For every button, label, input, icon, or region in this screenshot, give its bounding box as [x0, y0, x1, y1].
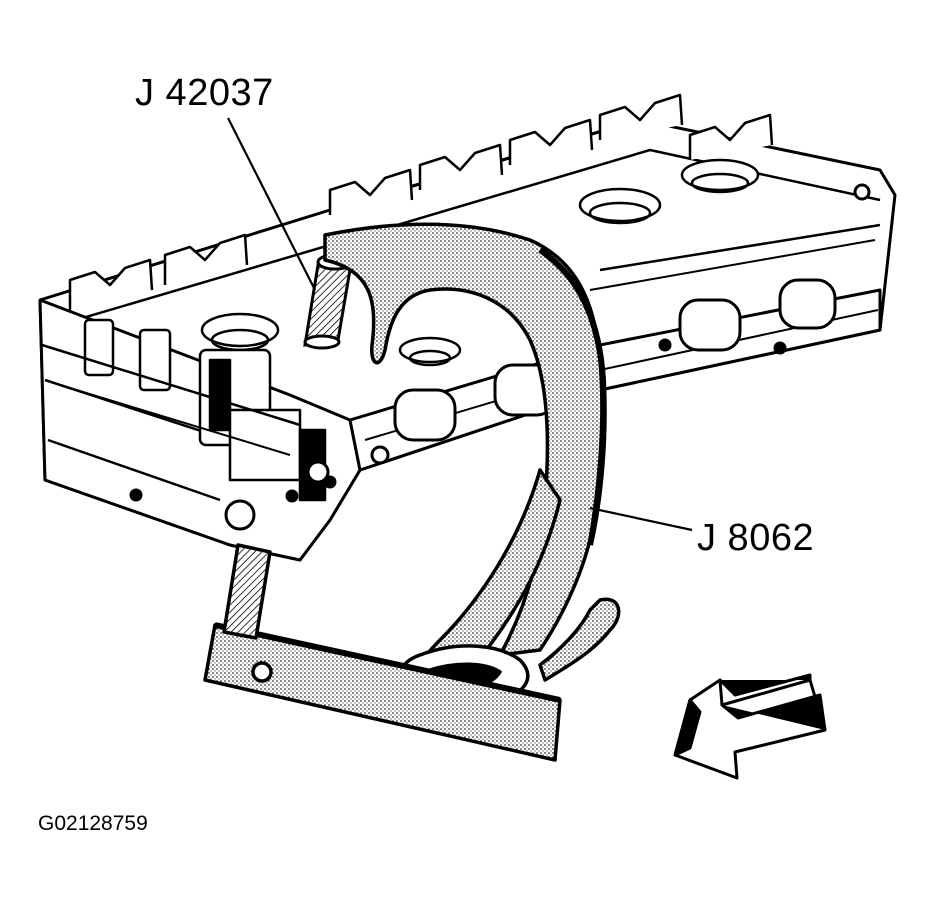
leader-line-tool-a: [227, 117, 316, 291]
callout-j42037-label: J 42037: [135, 72, 274, 114]
leader-lines: [227, 117, 693, 532]
cylinder-head-illustration: [38, 93, 897, 562]
valve-spring-compressor-illustration: [203, 222, 621, 762]
leader-line-tool-b: [589, 506, 693, 532]
callout-j8062-label: J 8062: [697, 517, 815, 559]
direction-arrow-icon: [673, 673, 827, 780]
figure-id-label: G02128759: [38, 812, 148, 835]
